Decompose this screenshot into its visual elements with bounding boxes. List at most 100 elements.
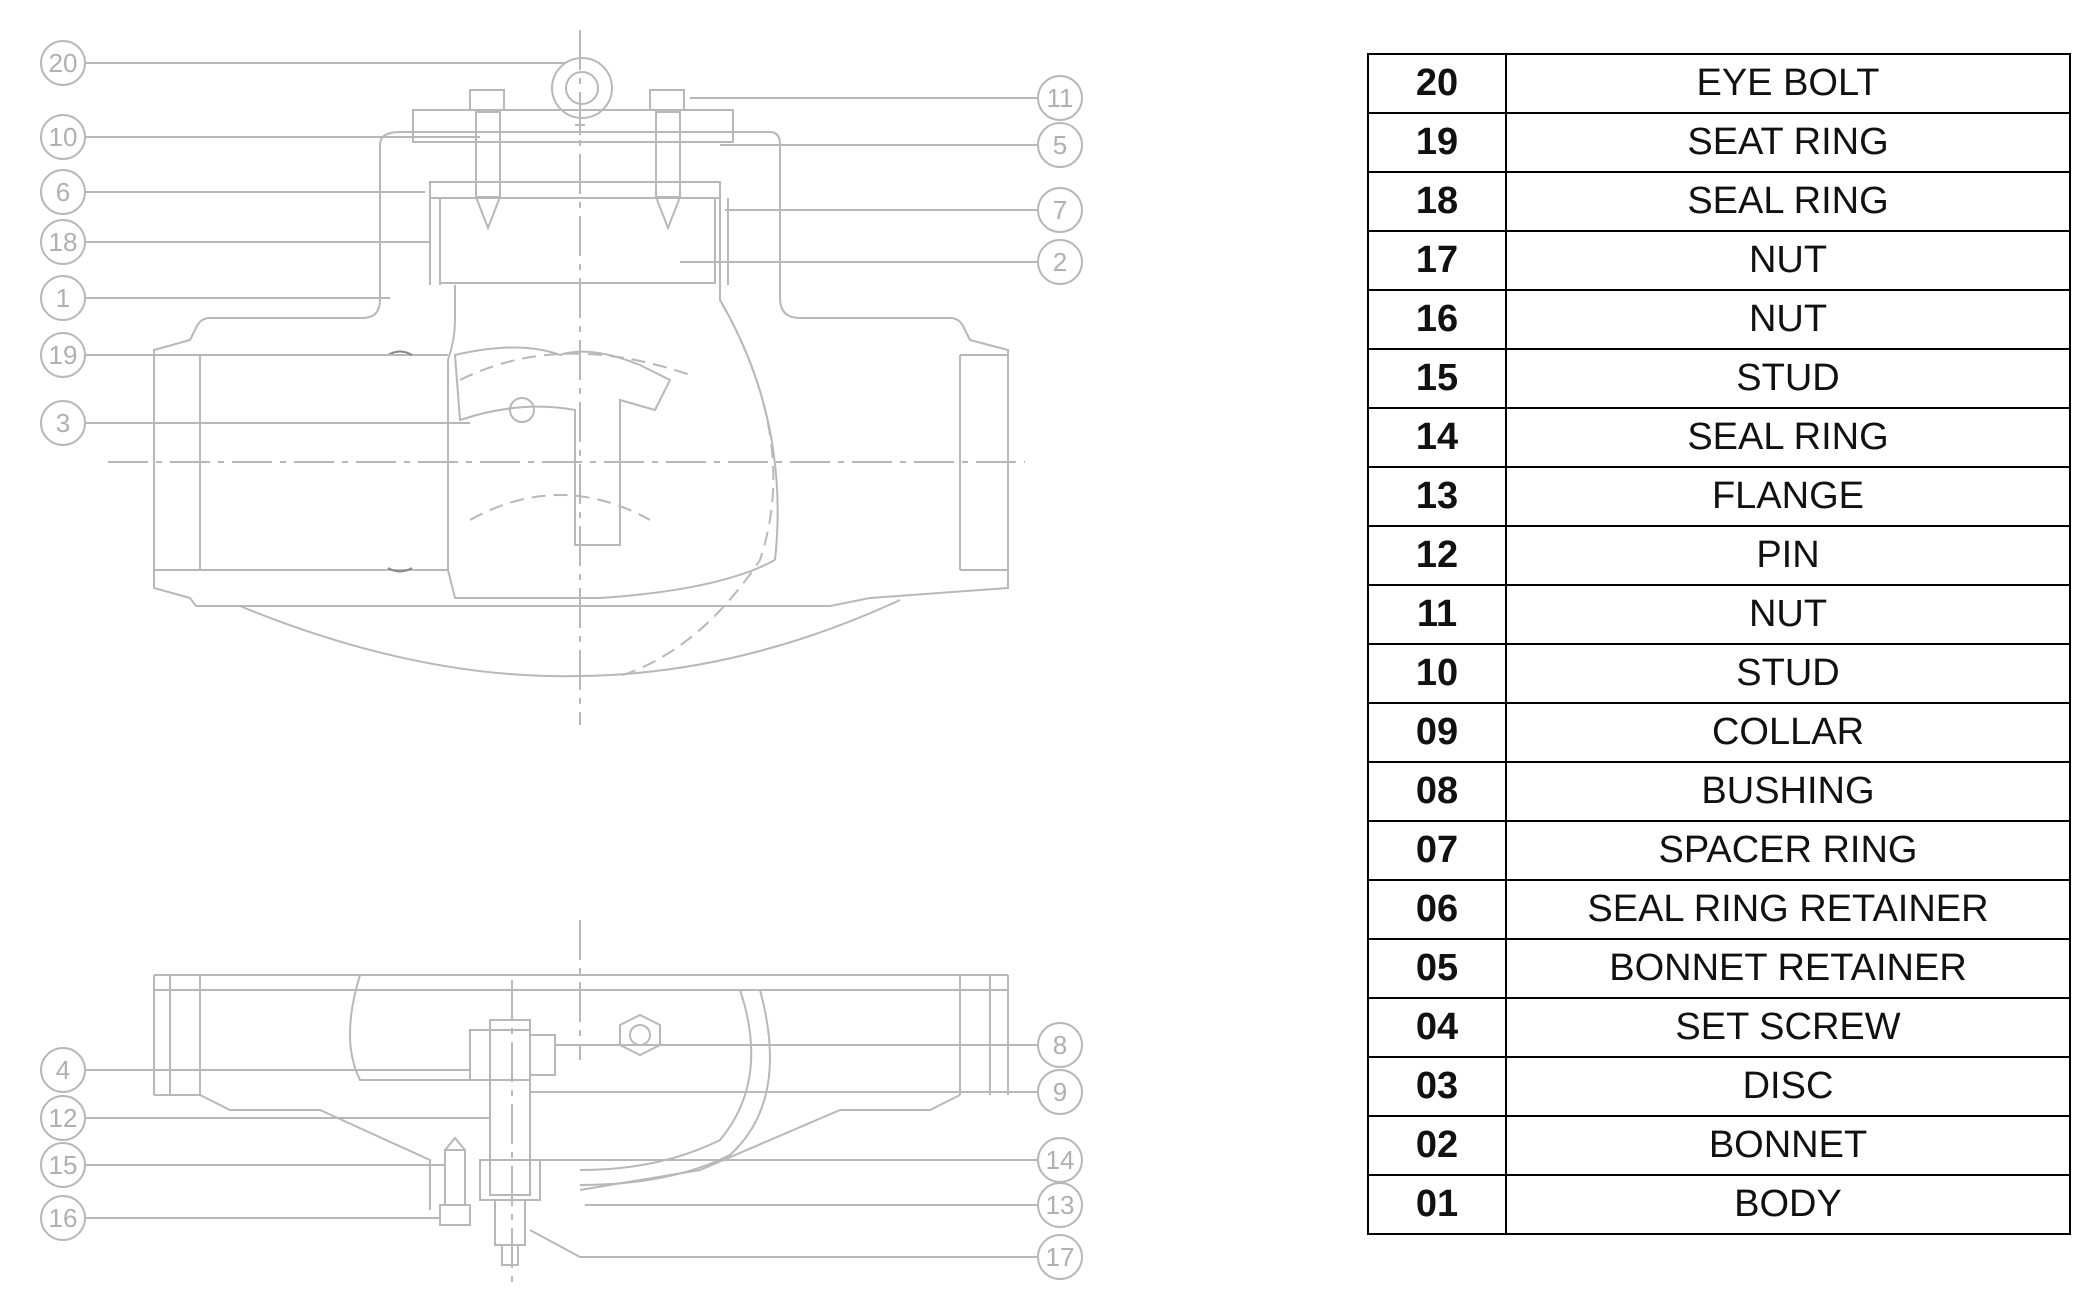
callout-bubble: 18 (40, 219, 86, 265)
callout-bubble: 9 (1037, 1069, 1083, 1115)
part-number: 15 (1367, 348, 1507, 409)
part-name: STUD (1505, 643, 2071, 704)
svg-text:4: 4 (56, 1055, 70, 1085)
callouts-left: 20 10 6 18 1 19 3 4 12 15 16 (40, 40, 86, 1241)
callout-bubble: 20 (40, 40, 86, 86)
svg-text:6: 6 (56, 177, 70, 207)
part-number: 12 (1367, 525, 1507, 586)
svg-text:9: 9 (1053, 1077, 1067, 1107)
callout-bubble: 10 (40, 114, 86, 160)
part-number: 17 (1367, 230, 1507, 291)
svg-text:3: 3 (56, 408, 70, 438)
part-number: 19 (1367, 112, 1507, 173)
part-name: NUT (1505, 289, 2071, 350)
svg-text:7: 7 (1053, 195, 1067, 225)
svg-text:15: 15 (49, 1150, 78, 1180)
part-name: BONNET (1505, 1115, 2071, 1176)
part-name: BODY (1505, 1174, 2071, 1235)
part-number: 09 (1367, 702, 1507, 763)
callout-bubble: 19 (40, 332, 86, 378)
callout-bubble: 15 (40, 1142, 86, 1188)
part-number: 14 (1367, 407, 1507, 468)
part-number: 03 (1367, 1056, 1507, 1117)
callout-bubble: 2 (1037, 239, 1083, 285)
svg-text:1: 1 (56, 283, 70, 313)
part-number: 20 (1367, 53, 1507, 114)
callout-bubble: 12 (40, 1095, 86, 1141)
part-number: 06 (1367, 879, 1507, 940)
callout-bubble: 14 (1037, 1137, 1083, 1183)
part-number: 04 (1367, 997, 1507, 1058)
part-number: 05 (1367, 938, 1507, 999)
svg-text:12: 12 (49, 1103, 78, 1133)
callout-bubble: 7 (1037, 187, 1083, 233)
callout-bubble: 16 (40, 1195, 86, 1241)
callout-bubble: 1 (40, 275, 86, 321)
part-name: FLANGE (1505, 466, 2071, 527)
svg-text:19: 19 (49, 340, 78, 370)
part-name: SET SCREW (1505, 997, 2071, 1058)
part-name: COLLAR (1505, 702, 2071, 763)
part-name: NUT (1505, 584, 2071, 645)
svg-text:17: 17 (1046, 1242, 1075, 1272)
part-number: 01 (1367, 1174, 1507, 1235)
svg-text:14: 14 (1046, 1145, 1075, 1175)
svg-text:5: 5 (1053, 130, 1067, 160)
callout-bubble: 5 (1037, 122, 1083, 168)
callout-bubble: 8 (1037, 1022, 1083, 1068)
valve-assembly-drawing: 20 10 6 18 1 19 3 4 12 15 16 11 5 7 2 8 … (40, 30, 1083, 1290)
svg-text:16: 16 (49, 1203, 78, 1233)
part-name: NUT (1505, 230, 2071, 291)
part-name: SEAL RING RETAINER (1505, 879, 2071, 940)
part-name: BONNET RETAINER (1505, 938, 2071, 999)
svg-text:11: 11 (1047, 83, 1074, 113)
part-name: EYE BOLT (1505, 53, 2071, 114)
part-number: 13 (1367, 466, 1507, 527)
callout-bubble: 6 (40, 169, 86, 215)
callouts-right: 11 5 7 2 8 9 14 13 17 (1037, 75, 1083, 1280)
part-number: 02 (1367, 1115, 1507, 1176)
callout-bubble: 17 (1037, 1234, 1083, 1280)
callout-bubble: 11 (1037, 75, 1083, 121)
part-name: SPACER RING (1505, 820, 2071, 881)
part-number: 16 (1367, 289, 1507, 350)
svg-text:20: 20 (49, 48, 78, 78)
part-number: 18 (1367, 171, 1507, 232)
part-number: 08 (1367, 761, 1507, 822)
part-name: PIN (1505, 525, 2071, 586)
part-name: DISC (1505, 1056, 2071, 1117)
part-name: SEAL RING (1505, 171, 2071, 232)
part-name: SEAL RING (1505, 407, 2071, 468)
part-number: 07 (1367, 820, 1507, 881)
part-name: STUD (1505, 348, 2071, 409)
svg-text:10: 10 (49, 122, 78, 152)
svg-text:8: 8 (1053, 1030, 1067, 1060)
part-number: 10 (1367, 643, 1507, 704)
svg-text:13: 13 (1046, 1190, 1075, 1220)
svg-text:18: 18 (49, 227, 78, 257)
svg-text:2: 2 (1053, 247, 1067, 277)
part-name: SEAT RING (1505, 112, 2071, 173)
part-name: BUSHING (1505, 761, 2071, 822)
callout-bubble: 3 (40, 400, 86, 446)
